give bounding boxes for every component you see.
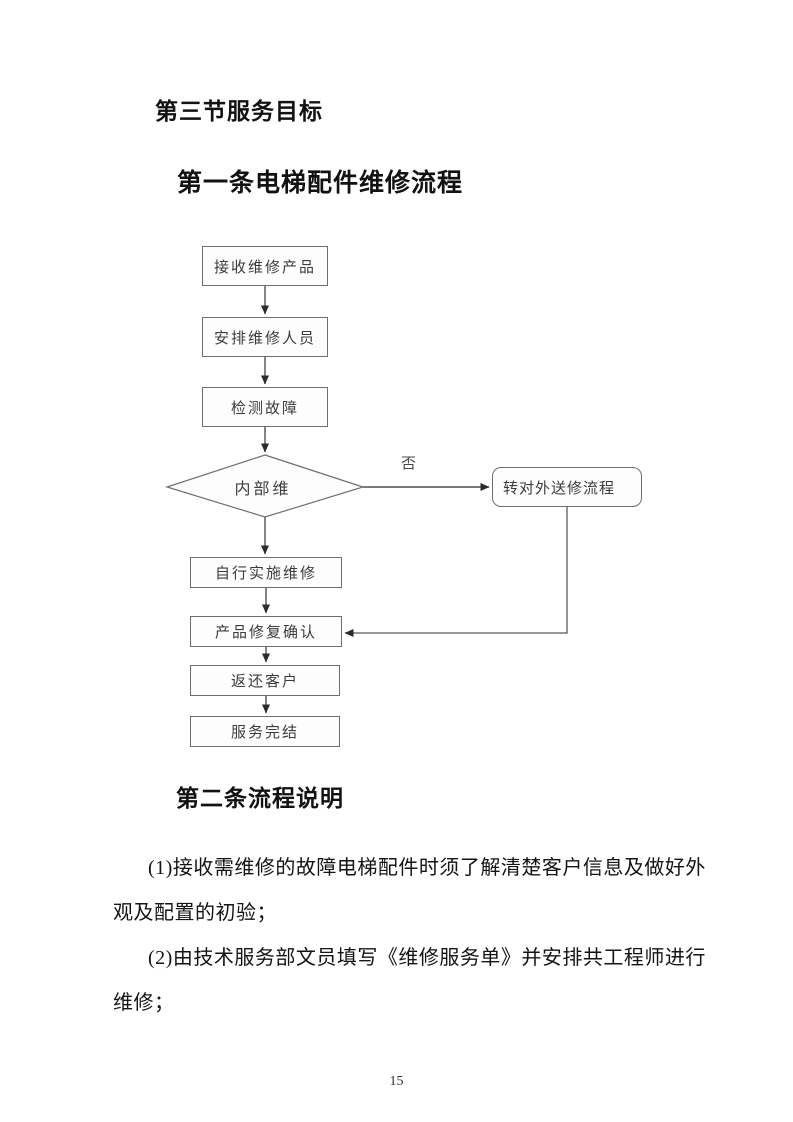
paragraph-1-line-2: 观及配置的初验； bbox=[113, 902, 277, 924]
article1-heading: 第一条电梯配件维修流程 bbox=[177, 170, 464, 197]
repair-flowchart: 接收维修产品 安排维修人员 检测故障 内部维 否 转对外送修流程 自行实施维修 … bbox=[165, 240, 665, 755]
flow-node-receive-product: 接收维修产品 bbox=[202, 246, 328, 286]
paragraph-2-line-1: (2)由技术服务部文员填写《维修服务单》并安排共工程师进行 bbox=[148, 947, 706, 969]
flow-node-decision-label: 内部维 bbox=[234, 481, 292, 498]
page-number: 15 bbox=[389, 1074, 404, 1089]
paragraph-2: (2)由技术服务部文员填写《维修服务单》并安排共工程师进行 维修； bbox=[113, 936, 713, 1026]
body-text: (1)接收需维修的故障电梯配件时须了解清楚客户信息及做好外 观及配置的初验； (… bbox=[113, 846, 713, 1026]
section-heading: 第三节服务目标 bbox=[155, 99, 323, 124]
arrow-external-to-confirm bbox=[344, 507, 568, 637]
decision-no-label: 否 bbox=[401, 456, 417, 472]
flow-node-repair-confirm: 产品修复确认 bbox=[190, 616, 342, 647]
flowchart-connectors bbox=[165, 286, 568, 714]
flow-node-external-repair: 转对外送修流程 bbox=[492, 467, 642, 507]
article2-heading: 第二条流程说明 bbox=[176, 786, 344, 811]
flow-node-detect-fault: 检测故障 bbox=[202, 387, 328, 427]
paragraph-1-line-1: (1)接收需维修的故障电梯配件时须了解清楚客户信息及做好外 bbox=[148, 857, 706, 879]
flow-node-service-complete: 服务完结 bbox=[190, 716, 340, 747]
flow-node-self-repair: 自行实施维修 bbox=[190, 557, 342, 588]
paragraph-1: (1)接收需维修的故障电梯配件时须了解清楚客户信息及做好外 观及配置的初验； bbox=[113, 846, 713, 936]
flow-node-assign-personnel: 安排维修人员 bbox=[202, 317, 328, 357]
paragraph-2-line-2: 维修； bbox=[113, 992, 175, 1014]
flow-node-return-customer: 返还客户 bbox=[190, 665, 340, 696]
